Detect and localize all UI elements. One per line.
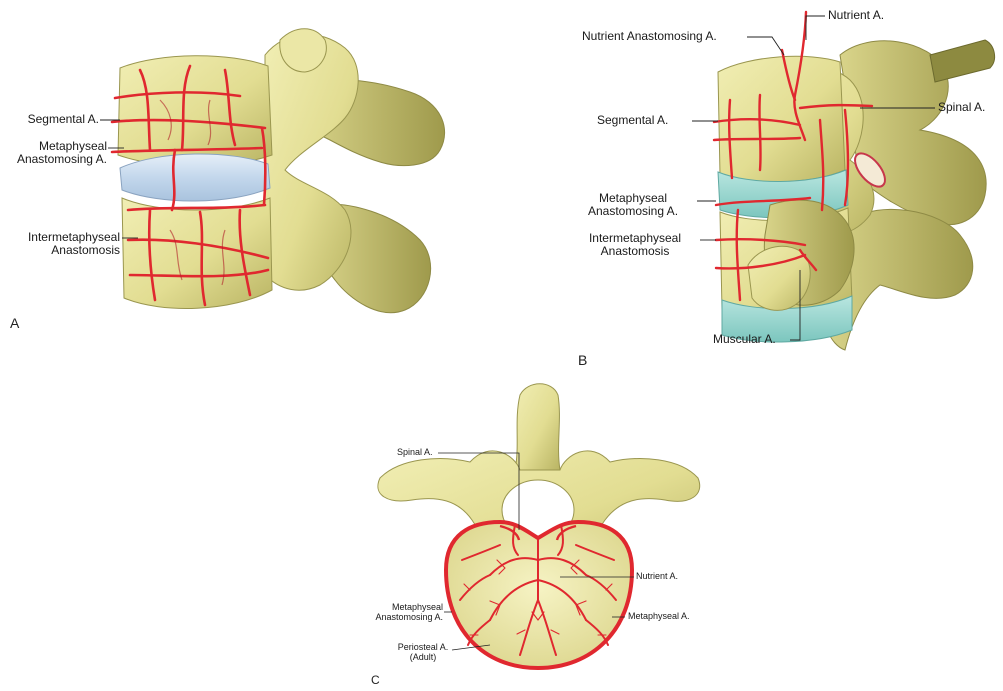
panel-b-rib-stub bbox=[930, 40, 995, 82]
panel-letter-c: C bbox=[371, 673, 380, 687]
label-b-segmental-artery: Segmental A. bbox=[597, 114, 668, 127]
label-c-metaphyseal-artery: Metaphyseal A. bbox=[628, 611, 690, 621]
panel-letter-b: B bbox=[578, 352, 587, 368]
panel-a-intervertebral-disc bbox=[120, 154, 270, 201]
label-c-spinal-artery: Spinal A. bbox=[397, 447, 433, 457]
label-c-metaphyseal-anastomosing-artery: Metaphyseal Anastomosing A. bbox=[358, 602, 443, 622]
panel-b-illustration bbox=[692, 12, 995, 350]
label-c-nutrient-artery: Nutrient A. bbox=[636, 571, 678, 581]
panel-a-illustration bbox=[100, 29, 445, 313]
label-b-nutrient-artery: Nutrient A. bbox=[828, 9, 884, 22]
panel-b-leader-nutrient bbox=[806, 16, 825, 40]
label-b-spinal-artery: Spinal A. bbox=[938, 101, 985, 114]
panel-letter-a: A bbox=[10, 315, 19, 331]
label-c-periosteal-artery: Periosteal A. (Adult) bbox=[395, 642, 451, 662]
label-b-nutrient-anastomosing-artery: Nutrient Anastomosing A. bbox=[582, 30, 717, 43]
panel-c-illustration bbox=[378, 384, 700, 668]
label-b-muscular-artery: Muscular A. bbox=[713, 333, 776, 346]
panel-c-spinous-process bbox=[515, 384, 560, 470]
label-a-metaphyseal-anastomosing-artery: Metaphyseal Anastomosing A. bbox=[2, 140, 107, 167]
label-a-segmental-artery: Segmental A. bbox=[2, 113, 99, 126]
panel-a-lamina bbox=[265, 34, 358, 290]
panel-b-leader-nutrient-anastomosing bbox=[747, 37, 784, 55]
label-b-metaphyseal-anastomosing-artery: Metaphyseal Anastomosing A. bbox=[572, 192, 694, 219]
label-b-intermetaphyseal-anastomosis: Intermetaphyseal Anastomosis bbox=[572, 232, 698, 259]
label-a-intermetaphyseal-anastomosis: Intermetaphyseal Anastomosis bbox=[2, 231, 120, 258]
